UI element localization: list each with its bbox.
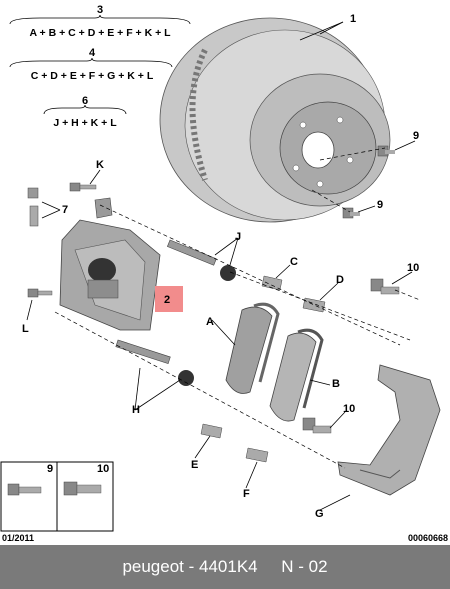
bracket-bolt-upper <box>370 278 400 295</box>
formula-4: 4 C + D + E + F + G + K + L <box>9 47 173 82</box>
footer-gap <box>258 557 282 577</box>
inset-label-9: 9 <box>47 463 53 475</box>
caliper <box>59 197 161 331</box>
bolt-l <box>27 288 53 298</box>
inset-label-10: 10 <box>97 463 109 475</box>
formula-6: 6 J + H + K + L <box>43 95 127 129</box>
label-9-lower: 9 <box>377 199 383 211</box>
label-7: 7 <box>62 204 68 216</box>
reference-code: 00060668 <box>408 533 448 543</box>
footer-sep-1: - <box>183 557 199 576</box>
label-d: D <box>336 274 344 286</box>
disc-screw-upper <box>377 145 395 157</box>
label-10-lower: 10 <box>343 403 355 415</box>
label-9-upper: 9 <box>413 130 419 142</box>
formula-4-text: C + D + E + F + G + K + L <box>31 70 154 82</box>
clip-d <box>302 297 326 313</box>
highlight-box <box>155 286 183 312</box>
label-b: B <box>332 378 340 390</box>
clip-f <box>245 447 269 463</box>
date-code: 01/2011 <box>2 533 34 543</box>
formula-6-number: 6 <box>82 95 88 107</box>
brake-disc <box>159 17 391 223</box>
inset-box: 9 10 <box>0 461 114 532</box>
label-f: F <box>243 488 250 500</box>
bracket-bolt-lower <box>302 417 332 434</box>
footer-bar: peugeot - 4401K4 N - 02 <box>0 545 450 589</box>
formula-6-text: J + H + K + L <box>53 117 117 129</box>
label-10-upper: 10 <box>407 262 419 274</box>
inset-screw-9 <box>7 483 42 496</box>
formula-3-number: 3 <box>97 4 103 16</box>
caliper-bracket <box>337 364 441 496</box>
footer-position: N - 02 <box>281 557 328 576</box>
brake-pad-b <box>269 328 324 422</box>
brake-pad-a <box>225 302 280 394</box>
label-2: 2 <box>164 294 170 306</box>
label-g: G <box>315 508 324 520</box>
formula-4-number: 4 <box>89 47 96 59</box>
label-a: A <box>206 316 214 328</box>
footer-brand: peugeot <box>122 557 184 576</box>
disc-screw-lower <box>342 207 360 219</box>
bleed-screw <box>27 187 39 227</box>
label-1: 1 <box>350 13 356 25</box>
inset-bolt-10 <box>63 481 102 496</box>
clip-e <box>200 423 223 439</box>
guide-pin-lower <box>115 339 194 386</box>
clip-c <box>261 275 283 291</box>
label-j: J <box>235 231 241 243</box>
guide-pin-upper <box>166 239 236 281</box>
footer-part-number: 4401K4 <box>199 557 258 576</box>
label-e: E <box>191 459 198 471</box>
label-c: C <box>290 256 298 268</box>
bolt-k <box>69 182 97 192</box>
label-l: L <box>22 323 29 335</box>
parts-diagram: 3 A + B + C + D + E + F + K + L 4 C + D … <box>0 4 448 543</box>
formula-3-text: A + B + C + D + E + F + K + L <box>29 27 171 39</box>
formula-3: 3 A + B + C + D + E + F + K + L <box>9 4 191 39</box>
label-h: H <box>132 404 140 416</box>
label-k: K <box>96 159 104 171</box>
